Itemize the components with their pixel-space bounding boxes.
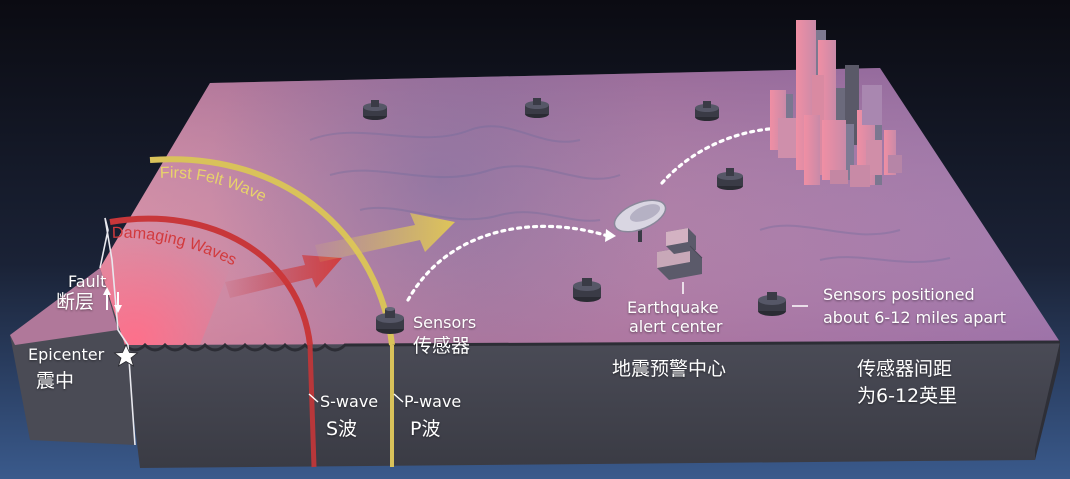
- terrain-ridges: [309, 125, 951, 263]
- sensor-spacing-label-line2: about 6-12 miles apart: [823, 308, 1007, 327]
- s-wave-label-zh: S波: [326, 418, 358, 440]
- p-wave-label-zh: P波: [410, 418, 441, 440]
- fault-label-en: Fault: [68, 272, 107, 291]
- sensor-icon: [376, 307, 404, 334]
- damaging-wave-front: [109, 215, 313, 346]
- alert-center-building-icon: [657, 228, 703, 280]
- sensor-icon: [363, 100, 387, 120]
- block-right-side: [1035, 342, 1060, 460]
- epicenter-star-icon: [113, 344, 139, 367]
- city-buildings-icon: [770, 20, 902, 187]
- damaging-wave-arrow: [225, 255, 342, 298]
- sensor-stations: [363, 98, 786, 334]
- sensor-spacing-label-line1: Sensors positioned: [823, 285, 975, 304]
- fault-label-zh: 断层: [56, 291, 95, 313]
- leader-lines: [308, 282, 808, 403]
- sensor-icon: [525, 98, 549, 118]
- sensor-spacing-label-zh-line2: 为6-12英里: [857, 385, 958, 407]
- fault-line: [99, 217, 136, 446]
- data-flow-arc-1: [406, 224, 610, 302]
- satellite-dish-icon: [613, 199, 667, 242]
- alert-center-label-zh: 地震预警中心: [612, 358, 727, 380]
- block-front-side: [125, 342, 1060, 468]
- fault-block-left: [10, 268, 135, 445]
- sensor-icon: [758, 292, 786, 316]
- p-wave-label-en: P-wave: [404, 392, 462, 411]
- epicenter-label-zh: 震中: [36, 370, 75, 392]
- alert-center-label-line2: alert center: [629, 317, 723, 336]
- alert-center-label-line1: Earthquake: [627, 298, 719, 317]
- first-felt-wave-arrow: [315, 213, 455, 262]
- s-wave-label-en: S-wave: [320, 392, 379, 411]
- first-felt-wave-front: [149, 156, 395, 346]
- epicenter-label-en: Epicenter: [28, 345, 105, 364]
- sensors-label-zh: 传感器: [413, 335, 471, 357]
- fault-motion-icon: [103, 287, 122, 313]
- s-wave-line: [307, 344, 317, 468]
- sensor-icon: [717, 168, 743, 190]
- sensors-label-en: Sensors: [413, 313, 477, 332]
- sensor-spacing-label-zh-line1: 传感器间距: [857, 358, 953, 380]
- sensor-icon: [573, 278, 601, 302]
- sensor-icon: [695, 101, 719, 121]
